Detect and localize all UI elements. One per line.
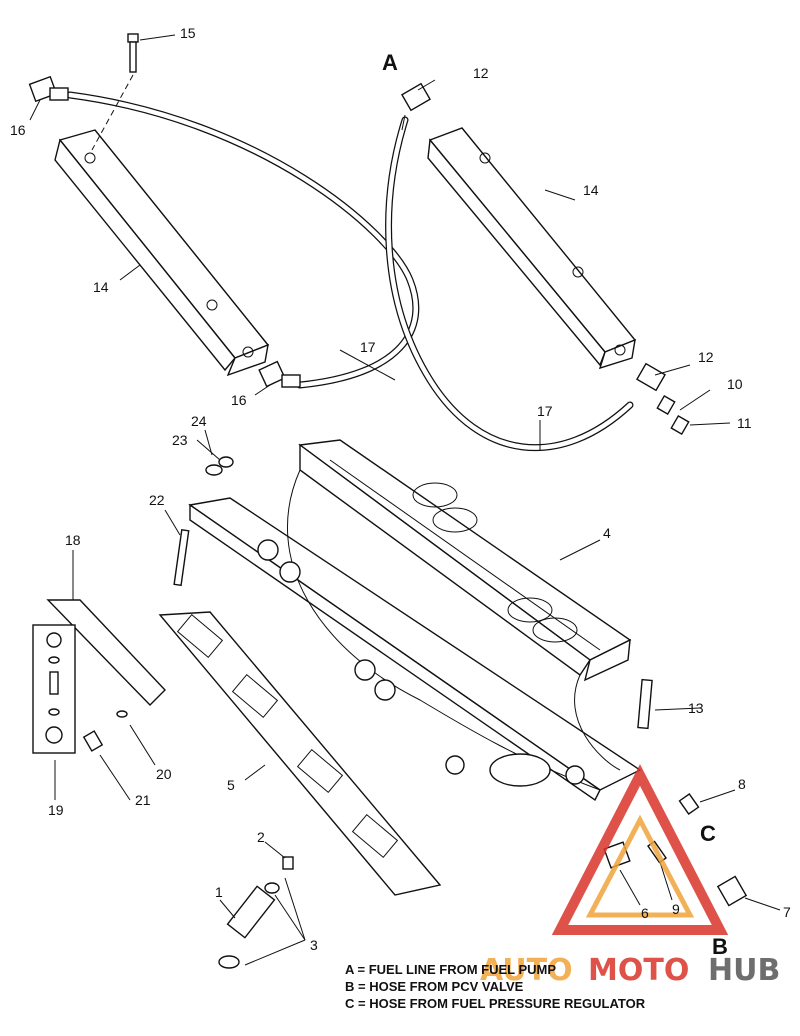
legend: A = FUEL LINE FROM FUEL PUMP B = HOSE FR… [345,962,646,1011]
callout-2: 2 [257,829,265,845]
connection-letter-b: B [712,934,728,959]
legend-line-c: C = HOSE FROM FUEL PRESSURE REGULATOR [345,996,646,1011]
callout-12-top: 12 [473,65,489,81]
fitting-7 [716,875,748,907]
callout-13: 13 [688,700,704,716]
stud-13 [637,678,653,730]
intake-manifold-4 [188,439,642,802]
gasket-5 [158,611,442,896]
callout-10: 10 [727,376,743,392]
washer-20 [116,710,128,718]
callout-21: 21 [135,792,151,808]
fuel-rail-right [427,127,637,370]
callout-16-bottom: 16 [231,392,247,408]
callout-15: 15 [180,25,196,41]
fuel-line-17-right [385,116,634,451]
fuel-line-17-left [66,91,420,389]
elbow-fitting-16-bottom [258,360,301,388]
elbow-fitting-16-top [28,75,69,103]
washer-23 [205,464,223,476]
callout-9: 9 [672,901,680,917]
fuel-injector-1 [218,882,280,969]
watermark-text-3: HUB [708,953,780,988]
callout-8: 8 [738,776,746,792]
hardware-kit-19 [32,624,76,754]
callout-3: 3 [310,937,318,953]
callout-14-left: 14 [93,279,109,295]
callout-23: 23 [172,432,188,448]
callout-1: 1 [215,884,223,900]
fitting-12-top [401,82,431,131]
bracket-18 [46,599,166,706]
callout-5: 5 [227,777,235,793]
legend-line-b: B = HOSE FROM PCV VALVE [345,979,524,994]
callout-22: 22 [149,492,165,508]
nut-24 [218,456,234,468]
callout-11: 11 [737,415,752,431]
callout-19: 19 [48,802,64,818]
screw-2 [282,856,294,870]
bolt-15 [91,33,139,151]
callout-7: 7 [783,904,791,920]
pin-8 [678,793,700,815]
fitting-12-right [636,362,666,392]
fuel-rail-left [54,129,270,377]
screw-21 [82,730,104,752]
connection-letter-c: C [700,821,716,846]
watermark-text-2: MOTO [588,953,689,988]
leader-lines [29,34,781,966]
callout-24: 24 [191,413,207,429]
fitting-10-11 [656,394,690,436]
watermark-triangle-icon [551,764,729,935]
legend-line-a: A = FUEL LINE FROM FUEL PUMP [345,962,556,977]
callout-12-right: 12 [698,349,714,365]
callout-6: 6 [641,905,649,921]
callout-16-top: 16 [10,122,26,138]
watermark-text-1: AUTO [480,953,573,988]
callout-17-right: 17 [537,403,553,419]
connection-letter-a: A [382,50,398,75]
callout-17-left: 17 [360,339,376,355]
stud-22 [173,529,190,587]
watermark: AUTO MOTO HUB [480,764,780,988]
callout-4: 4 [603,525,611,541]
callout-20: 20 [156,766,172,782]
callout-14-right: 14 [583,182,599,198]
callout-18: 18 [65,532,81,548]
